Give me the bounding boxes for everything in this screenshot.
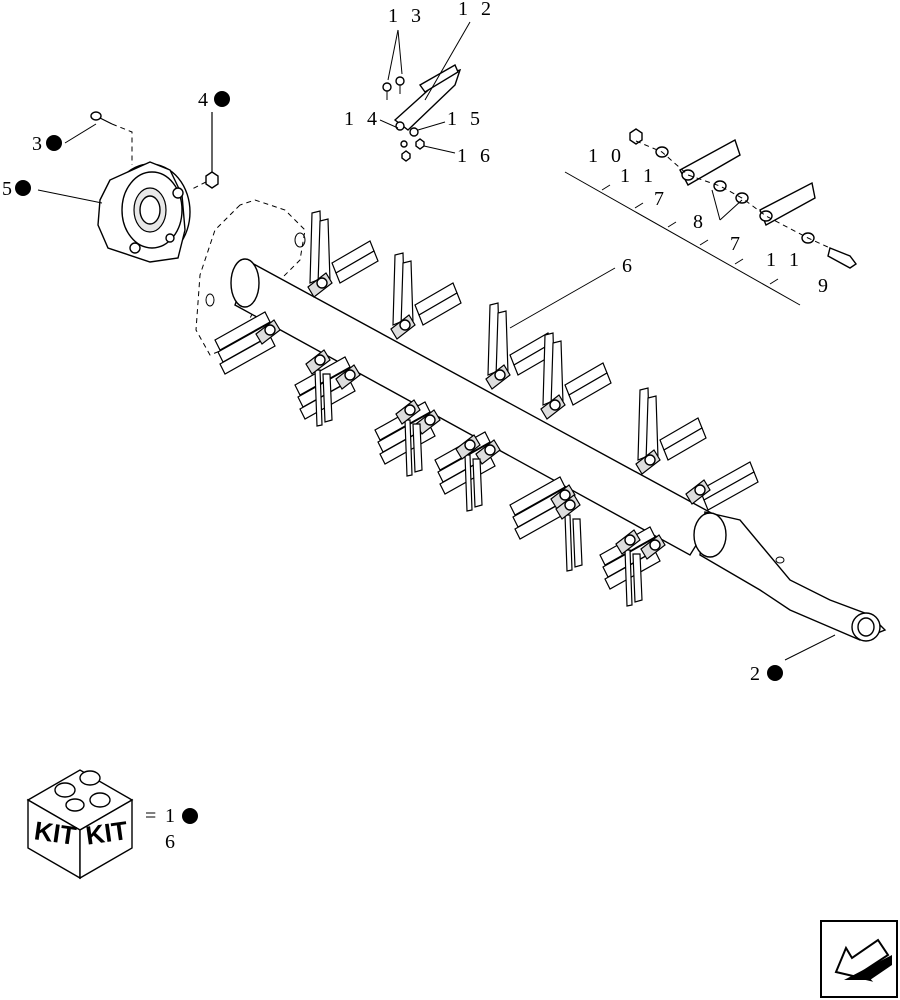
flail-knife-group — [540, 332, 612, 420]
flail-knife-group — [685, 461, 759, 511]
kit-dot-4 — [214, 91, 230, 107]
bearing-flange — [97, 161, 191, 263]
kit-box: KIT KIT = 1 6 — [26, 769, 198, 880]
flail-knife-group — [555, 494, 583, 572]
callout-15: 1 5 — [447, 108, 484, 130]
callout-7b: 7 — [730, 233, 744, 255]
callouts: 1 3 1 2 1 4 1 5 1 6 4 3 5 1 0 1 1 7 8 7 … — [2, 0, 832, 685]
kit-item-number: 1 — [165, 805, 175, 827]
flail-knife-group — [307, 210, 379, 298]
kit-dot-5 — [15, 180, 31, 196]
knife-assembly-exploded — [564, 128, 858, 306]
flail-knife-group — [395, 399, 423, 477]
flail-knife-group — [305, 349, 333, 427]
kit-item-six: 6 — [165, 831, 175, 853]
flail-knives — [214, 210, 759, 607]
flail-knife-group — [390, 252, 462, 340]
kit-dot-1 — [182, 808, 198, 824]
leader-lines — [37, 21, 836, 661]
flail-knife-group — [615, 529, 643, 607]
kit-equals: = — [145, 805, 156, 827]
kit-label-right: KIT — [84, 815, 130, 851]
callout-6: 6 — [622, 255, 636, 277]
callout-7a: 7 — [654, 188, 668, 210]
callout-8: 8 — [693, 211, 707, 233]
bracket-12 — [382, 64, 462, 162]
kit-label-left: KIT — [32, 815, 78, 851]
callout-12: 1 2 — [458, 0, 495, 20]
callout-13: 1 3 — [388, 5, 425, 27]
callout-4: 4 — [198, 89, 212, 111]
kit-dot-2 — [767, 665, 783, 681]
flail-knife-group — [485, 302, 557, 390]
callout-10: 1 0 — [588, 145, 625, 167]
callout-11b: 1 1 — [766, 249, 803, 271]
flail-knife-group — [509, 476, 576, 540]
callout-16: 1 6 — [457, 145, 494, 167]
flail-knife-group — [455, 434, 483, 512]
flail-knife-group — [635, 387, 707, 475]
callout-11a: 1 1 — [620, 165, 657, 187]
callout-5: 5 — [2, 178, 16, 200]
nut-4 — [189, 112, 219, 191]
bolt-3 — [90, 111, 133, 165]
callout-3: 3 — [32, 133, 46, 155]
back-arrow-button[interactable] — [820, 920, 898, 998]
kit-dot-3 — [46, 135, 62, 151]
callout-9: 9 — [818, 275, 832, 297]
rotor-shaft — [230, 258, 887, 642]
callout-14: 1 4 — [344, 108, 381, 130]
back-arrow-icon — [834, 938, 892, 982]
flail-knife-group — [214, 311, 281, 375]
callout-2: 2 — [750, 663, 764, 685]
